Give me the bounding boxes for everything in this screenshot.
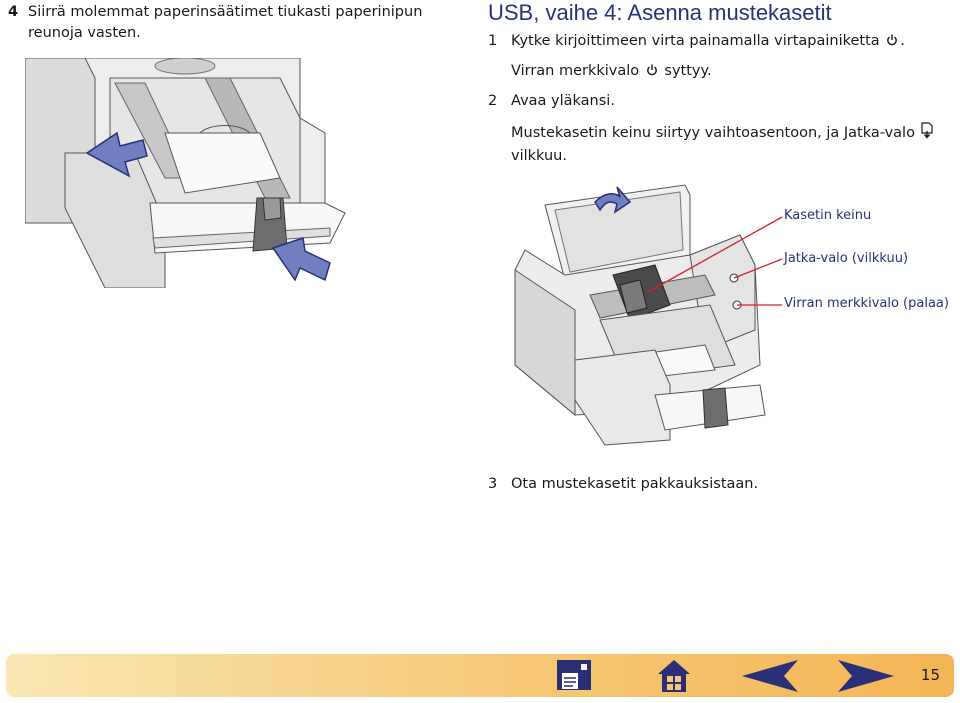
step-1-number: 1 bbox=[488, 33, 498, 49]
step-2: 2 Avaa yläkansi. bbox=[488, 91, 615, 112]
resume-icon bbox=[920, 122, 933, 139]
printer-open-lid-illustration bbox=[514, 184, 766, 446]
callout-carriage: Kasetin keinu bbox=[784, 208, 872, 223]
left-step: 4 Siirrä molemmat paperinsäätimet tiukas… bbox=[8, 2, 428, 44]
lid-open-arrow bbox=[594, 186, 632, 214]
step-1-text: Kytke kirjoittimeen virta painamalla vir… bbox=[511, 33, 880, 49]
step-1: 1 Kytke kirjoittimeen virta painamalla v… bbox=[488, 31, 905, 52]
home-icon[interactable] bbox=[654, 658, 694, 694]
section-title: USB, vaihe 4: Asenna mustekasetit bbox=[488, 0, 832, 25]
step-2-sub-text: Mustekasetin keinu siirtyy vaihtoasentoo… bbox=[511, 125, 915, 141]
previous-page-icon[interactable] bbox=[740, 658, 800, 694]
callout-power-light: Virran merkkivalo (palaa) bbox=[784, 296, 949, 311]
page-number: 15 bbox=[920, 666, 940, 684]
step-3: 3 Ota mustekasetit pakkauksistaan. bbox=[488, 474, 758, 495]
step-1-sub: Virran merkkivalo syttyy. bbox=[511, 61, 712, 82]
guide-arrow-left bbox=[85, 131, 148, 178]
step-1-sub-after: syttyy. bbox=[664, 63, 712, 79]
step-3-text: Ota mustekasetit pakkauksistaan. bbox=[511, 476, 759, 492]
left-step-text: Siirrä molemmat paperinsäätimet tiukasti… bbox=[28, 4, 423, 41]
callout-resume-light: Jatka-valo (vilkkuu) bbox=[784, 251, 909, 266]
power-icon bbox=[646, 64, 657, 76]
left-step-number: 4 bbox=[8, 4, 19, 20]
step-2-text: Avaa yläkansi. bbox=[511, 93, 615, 109]
step-2-number: 2 bbox=[488, 93, 498, 109]
paper-tray-illustration bbox=[25, 58, 346, 288]
step-3-number: 3 bbox=[488, 476, 498, 492]
footer-bar: 15 bbox=[6, 654, 954, 697]
step-1-sub-before: Virran merkkivalo bbox=[511, 63, 640, 79]
next-page-icon[interactable] bbox=[836, 658, 896, 694]
step-2-sub: Mustekasetin keinu siirtyy vaihtoasentoo… bbox=[511, 122, 934, 144]
step-2-sub-end: vilkkuu. bbox=[511, 148, 567, 164]
print-index-icon[interactable] bbox=[551, 658, 597, 694]
guide-arrow-right bbox=[271, 237, 331, 282]
power-icon bbox=[887, 34, 898, 46]
